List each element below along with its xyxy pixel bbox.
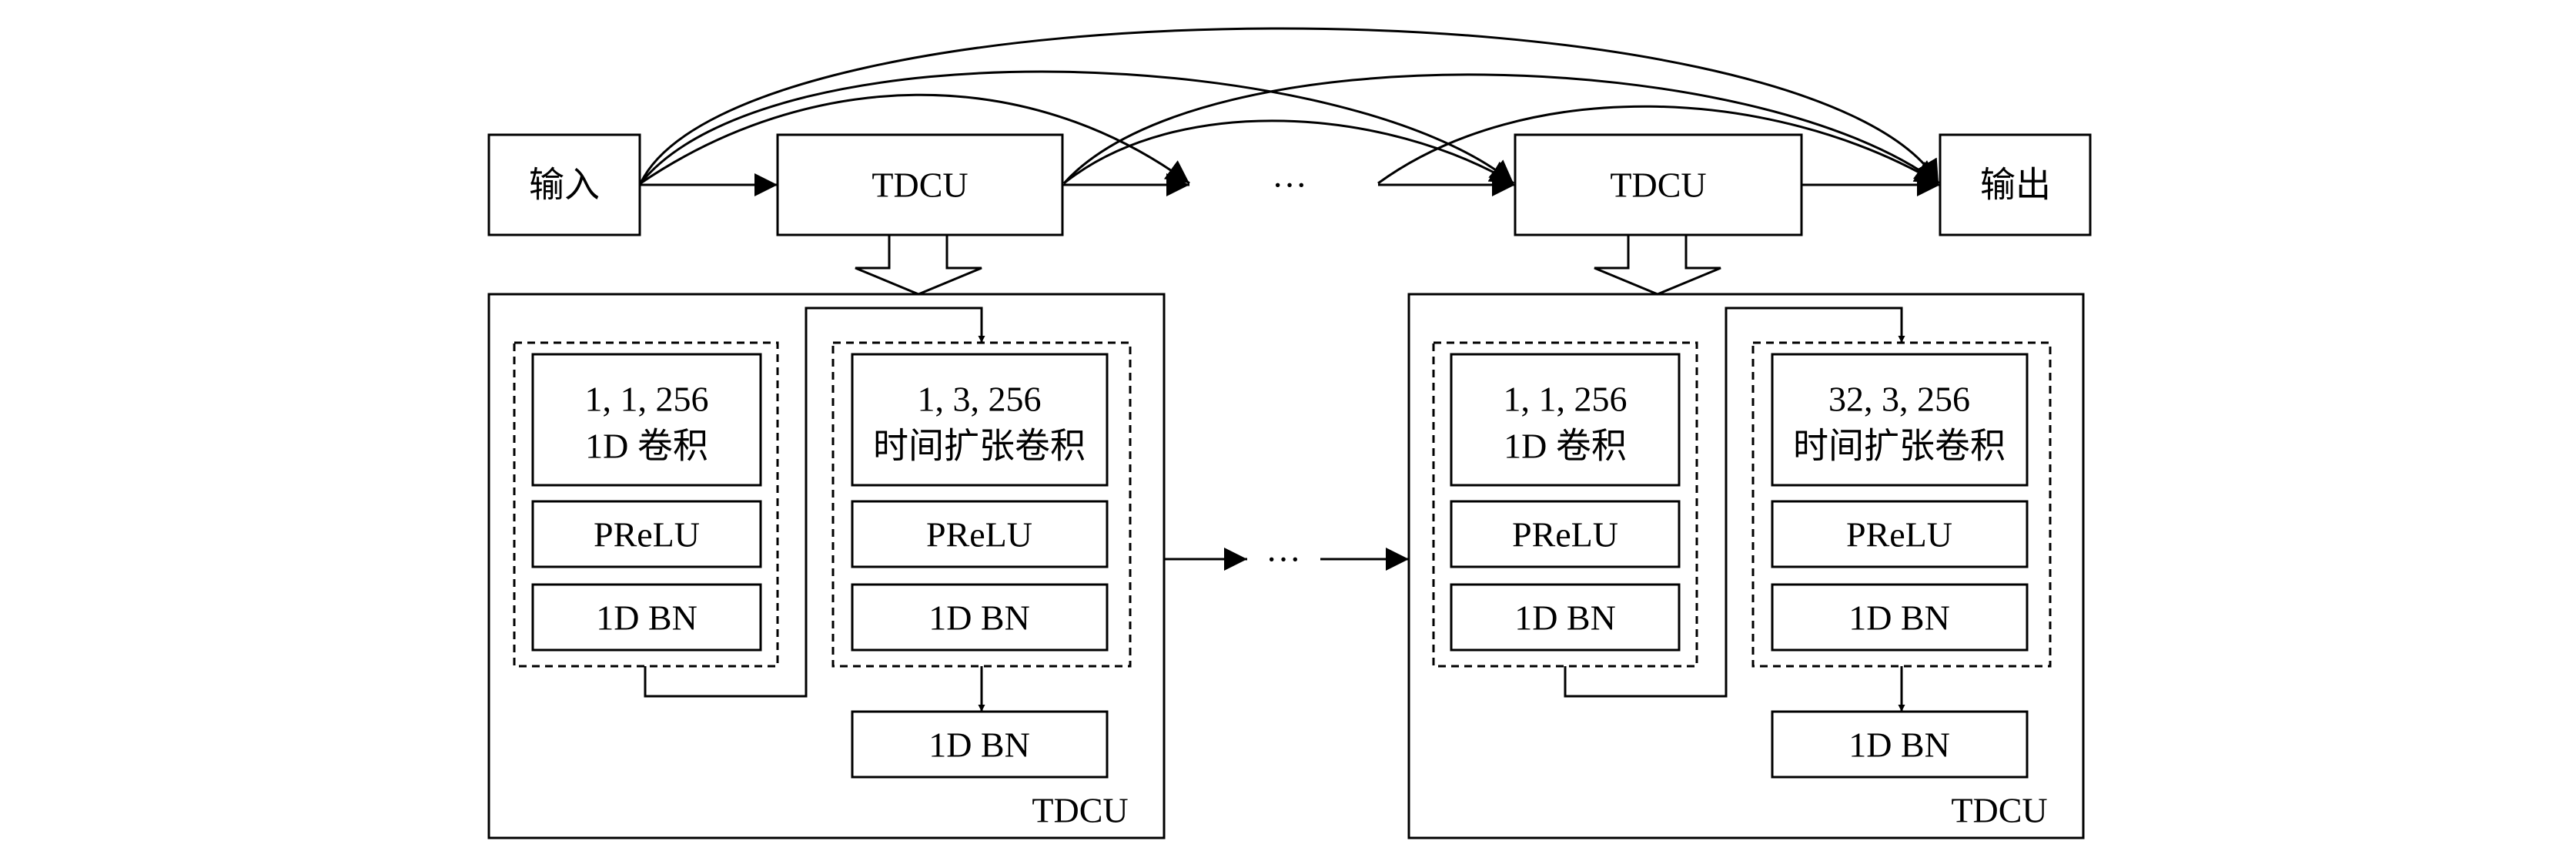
bn-out-left: 1D BN [928, 725, 1030, 765]
prelu2-box-right [1771, 500, 2029, 568]
dconv-name-right: 时间扩张卷积 [1793, 427, 2006, 466]
group-conv-right [1432, 341, 1698, 668]
bn2-box-left [851, 583, 1109, 652]
bn2-left: 1D BN [928, 598, 1030, 638]
conv1-box-right [1450, 353, 1681, 487]
prelu1-left: PReLU [594, 515, 700, 555]
conv1-box-left [531, 353, 762, 487]
dconv-params-right: 32, 3, 256 [1828, 380, 1970, 419]
connector-left [644, 307, 985, 698]
bn2-box-right [1771, 583, 2029, 652]
bn-out-box-right [1771, 710, 2029, 779]
prelu2-left: PReLU [926, 515, 1032, 555]
conv1-name-left: 1D 卷积 [585, 427, 708, 466]
conv1-params-left: 1, 1, 256 [585, 380, 709, 419]
expand-arrow-left [855, 233, 982, 296]
tdcu-detail-frame-right [1407, 293, 2085, 839]
conv1-params-right: 1, 1, 256 [1504, 380, 1628, 419]
prelu1-right: PReLU [1512, 515, 1618, 555]
bn1-box-right [1450, 583, 1681, 652]
dconv-name-left: 时间扩张卷积 [873, 427, 1086, 466]
input-label: 输入 [529, 166, 600, 205]
output-label: 输出 [1980, 166, 2051, 205]
skip-ellipsis-to-output [1377, 105, 1939, 185]
bn-out-right: 1D BN [1848, 725, 1950, 765]
dconv-params-left: 1, 3, 256 [918, 380, 1042, 419]
connector-right [1564, 307, 1905, 698]
middle-ellipsis: ··· [1266, 540, 1301, 579]
prelu2-box-left [851, 500, 1109, 568]
skip-input-to-output [639, 27, 1940, 184]
tdcu-2-label: TDCU [1610, 166, 1706, 205]
bn1-left: 1D BN [596, 598, 698, 638]
tdcu-detail-label-left: TDCU [1032, 791, 1128, 830]
dconv-box-right [1771, 353, 2029, 487]
prelu2-right: PReLU [1846, 515, 1952, 555]
top-ellipsis: ··· [1272, 166, 1307, 205]
conv1-name-right: 1D 卷积 [1504, 427, 1627, 466]
expand-arrow-right [1594, 233, 1721, 296]
skip-input-to-tdcu2 [639, 70, 1514, 185]
bn1-right: 1D BN [1514, 598, 1616, 638]
skip-tdcu1-to-output [1062, 73, 1939, 185]
bn-out-box-left [851, 710, 1109, 779]
tdcu-detail-frame-left [487, 293, 1166, 839]
tdcu-detail-label-right: TDCU [1951, 791, 2047, 830]
prelu1-box-right [1450, 500, 1681, 568]
skip-tdcu1-to-tdcu2 [1063, 119, 1514, 185]
bn2-right: 1D BN [1848, 598, 1950, 638]
prelu1-box-left [531, 500, 762, 568]
skip-input-to-ellipsis [640, 93, 1190, 185]
tdcu-1-label: TDCU [871, 166, 968, 205]
dconv-box-left [851, 353, 1109, 487]
bn1-box-left [531, 583, 762, 652]
group-conv-left [513, 341, 779, 668]
